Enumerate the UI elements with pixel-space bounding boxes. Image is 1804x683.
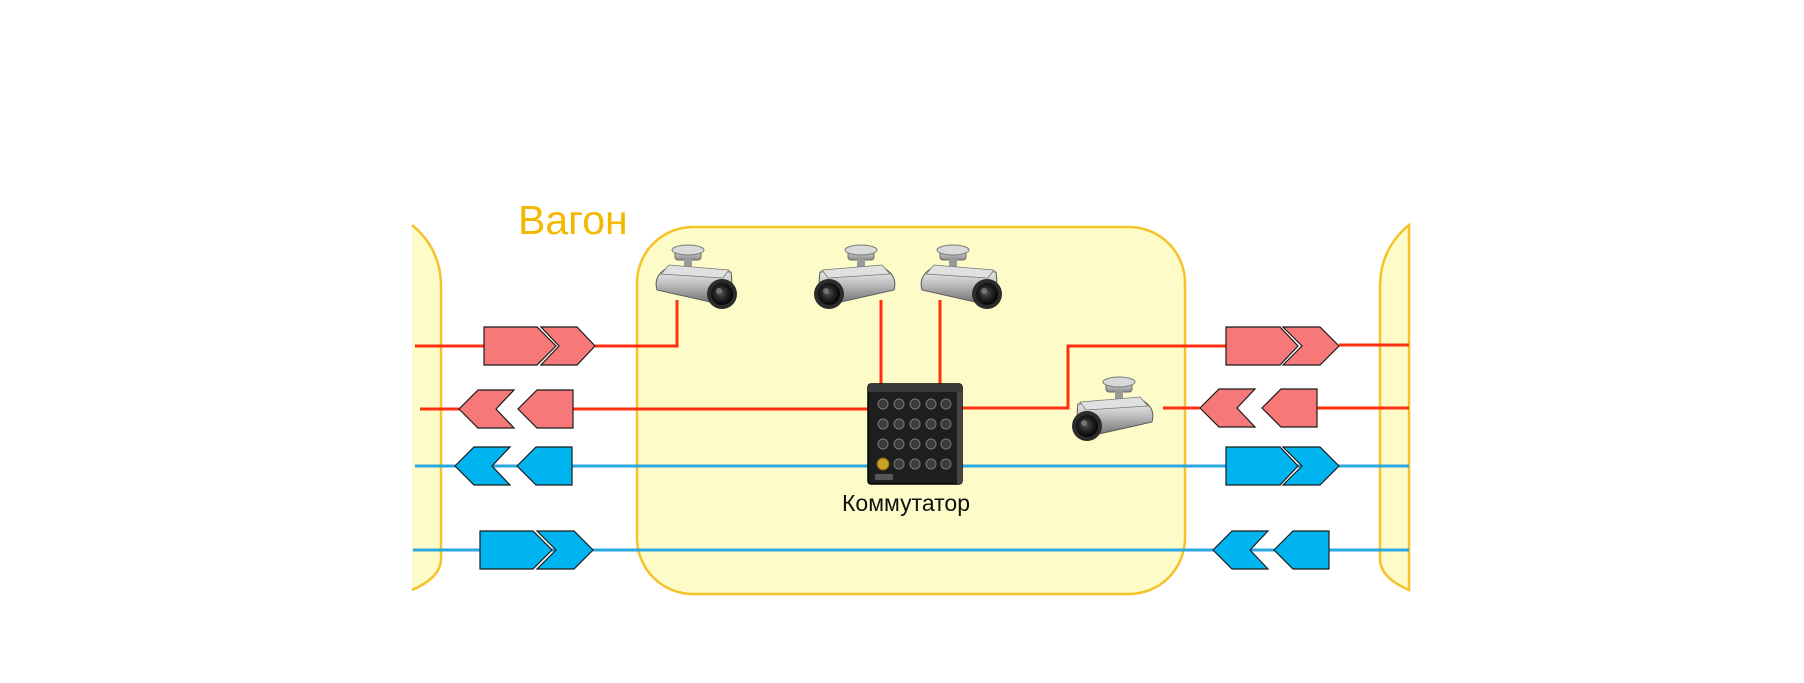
arrow-left-icon (454, 446, 512, 486)
arrow-right-icon (535, 530, 594, 570)
arrow-right-icon (479, 530, 553, 570)
arrow-right-icon (1225, 326, 1299, 366)
arrow-left-icon (1273, 530, 1330, 570)
wagon-title: Вагон (518, 197, 628, 243)
arrow-right-icon (1281, 446, 1340, 486)
arrow-right-icon (1281, 326, 1340, 366)
arrow-left-icon (1199, 388, 1257, 428)
arrow-left-icon (517, 389, 574, 429)
blue-arrows-left (454, 446, 1330, 570)
network-switch-icon (867, 383, 963, 485)
red-arrows-right (483, 326, 1340, 366)
arrow-right-icon (539, 326, 596, 366)
arrow-right-icon (1225, 446, 1299, 486)
arrow-left-icon (516, 446, 573, 486)
blue-arrows-right (479, 446, 1340, 570)
arrow-left-icon (1212, 530, 1270, 570)
switch-label: Коммутатор (842, 490, 970, 516)
red-network-lines (415, 300, 1409, 411)
arrow-right-icon (483, 326, 557, 366)
arrow-left-icon (1261, 388, 1318, 428)
red-arrows-left (458, 388, 1318, 429)
arrow-left-icon (458, 389, 516, 429)
